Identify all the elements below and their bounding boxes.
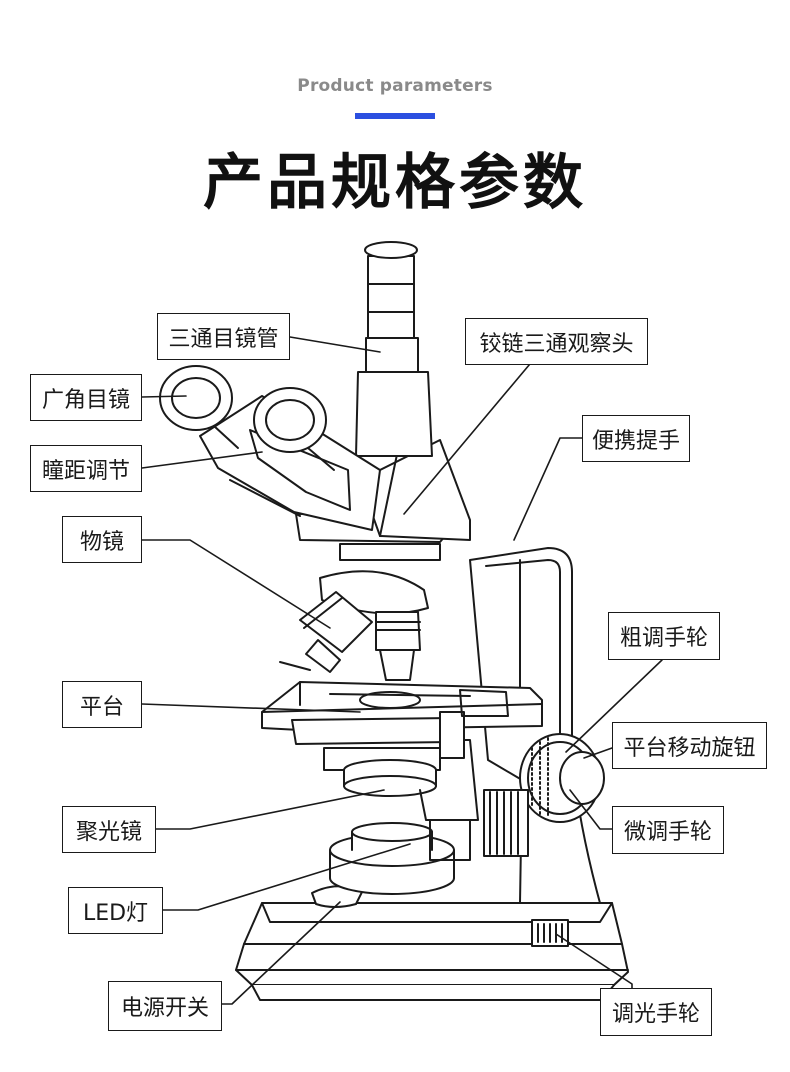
led-illuminator: [329, 822, 455, 895]
label-dimmer-wheel: 调光手轮: [600, 988, 712, 1036]
label-hinged-trinocular-head: 铰链三通观察头: [465, 318, 648, 365]
label-condenser: 聚光镜: [62, 806, 156, 853]
label-stage: 平台: [62, 681, 142, 728]
trinocular-tube: [355, 241, 433, 457]
condenser-assembly: [323, 739, 479, 861]
label-stage-knob: 平台移动旋钮: [612, 722, 767, 769]
label-fine-focus: 微调手轮: [612, 806, 724, 854]
microscope-base: [235, 885, 629, 1001]
page-title: 产品规格参数: [203, 148, 587, 218]
label-objective: 物镜: [62, 516, 142, 563]
label-power-switch: 电源开关: [108, 981, 222, 1031]
label-wide-field-eyepiece: 广角目镜: [30, 374, 142, 421]
label-carry-handle: 便携提手: [582, 415, 690, 462]
nosepiece-objectives: [299, 570, 429, 681]
accent-bar: [355, 113, 435, 119]
leader-lines: [141, 336, 663, 1013]
section-subtitle: Product parameters: [297, 76, 493, 96]
label-interpupillary-adjust: 瞳距调节: [30, 445, 142, 492]
label-coarse-focus: 粗调手轮: [608, 612, 720, 660]
microscope-stage: [261, 661, 543, 759]
label-led-light: LED灯: [68, 887, 163, 934]
eyepiece-tubes: [159, 365, 381, 531]
label-trinocular-tube: 三通目镜管: [157, 313, 290, 360]
